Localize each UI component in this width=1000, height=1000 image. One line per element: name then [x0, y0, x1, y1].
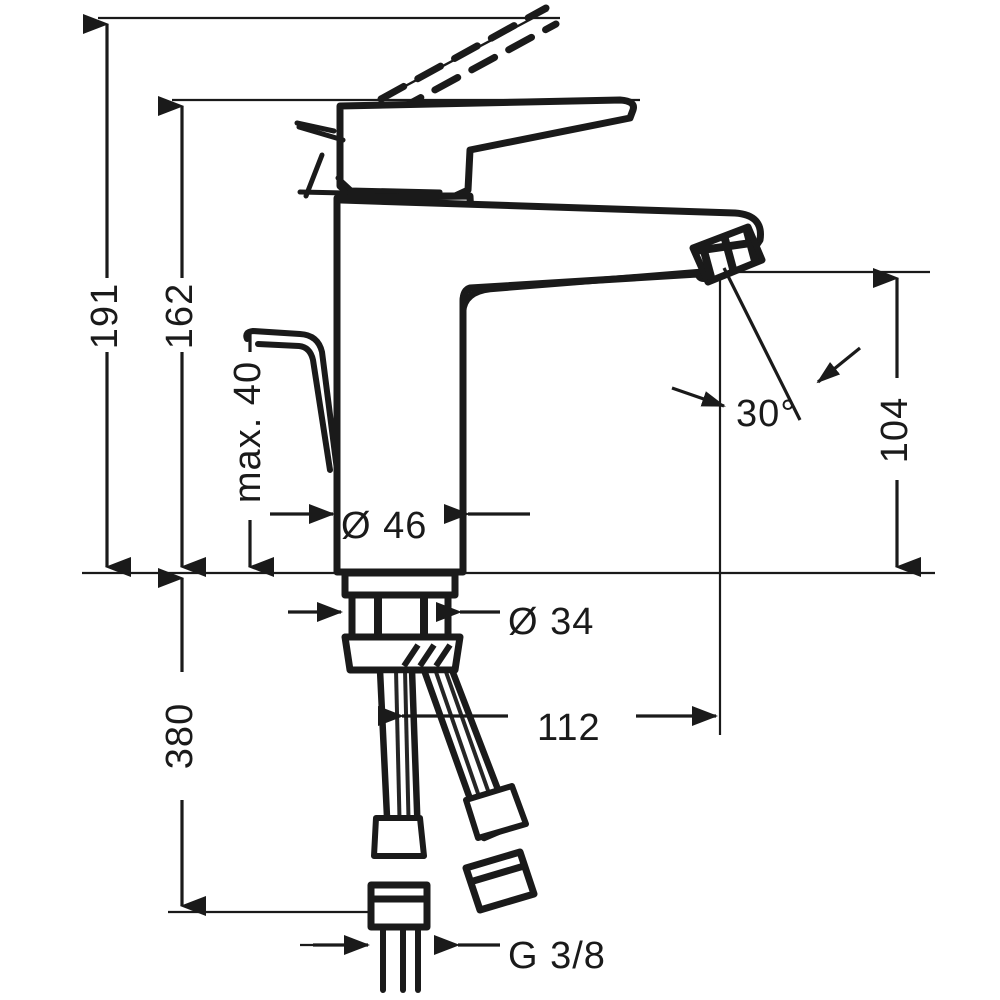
dim-aerator-angle [671, 267, 862, 421]
washer-hatching [401, 643, 453, 668]
lever-handle-raised-edge [380, 8, 549, 101]
lever-handle-detail [294, 120, 443, 199]
dim-label-191: 191 [84, 283, 126, 349]
hose-nut-right [462, 848, 538, 914]
hose-ferrule-left [371, 815, 427, 859]
dim-label-d46: Ø 46 [341, 505, 427, 547]
hose-nut-left [367, 881, 431, 931]
dim-label-30deg: 30° [736, 393, 796, 435]
tail-pipes [380, 924, 421, 993]
spout-underside [459, 268, 704, 316]
dim-label-104: 104 [874, 397, 916, 463]
lever-handle-raised [377, 4, 560, 114]
dim-label-g38: G 3/8 [508, 935, 606, 977]
mounting-shank [341, 569, 459, 641]
dim-label-d34: Ø 34 [508, 601, 594, 643]
hose-left-braid [394, 669, 411, 841]
aerator-icon [689, 223, 766, 286]
extension-lines [82, 16, 935, 947]
hose-ferrule-right [463, 783, 529, 841]
dim-label-380: 380 [159, 703, 201, 769]
pop-up-rod [243, 328, 340, 473]
lever-handle [336, 96, 637, 200]
dim-label-162: 162 [159, 283, 201, 349]
dim-label-112: 112 [537, 707, 601, 749]
dim-label-max-40: max. 40 [227, 361, 269, 503]
